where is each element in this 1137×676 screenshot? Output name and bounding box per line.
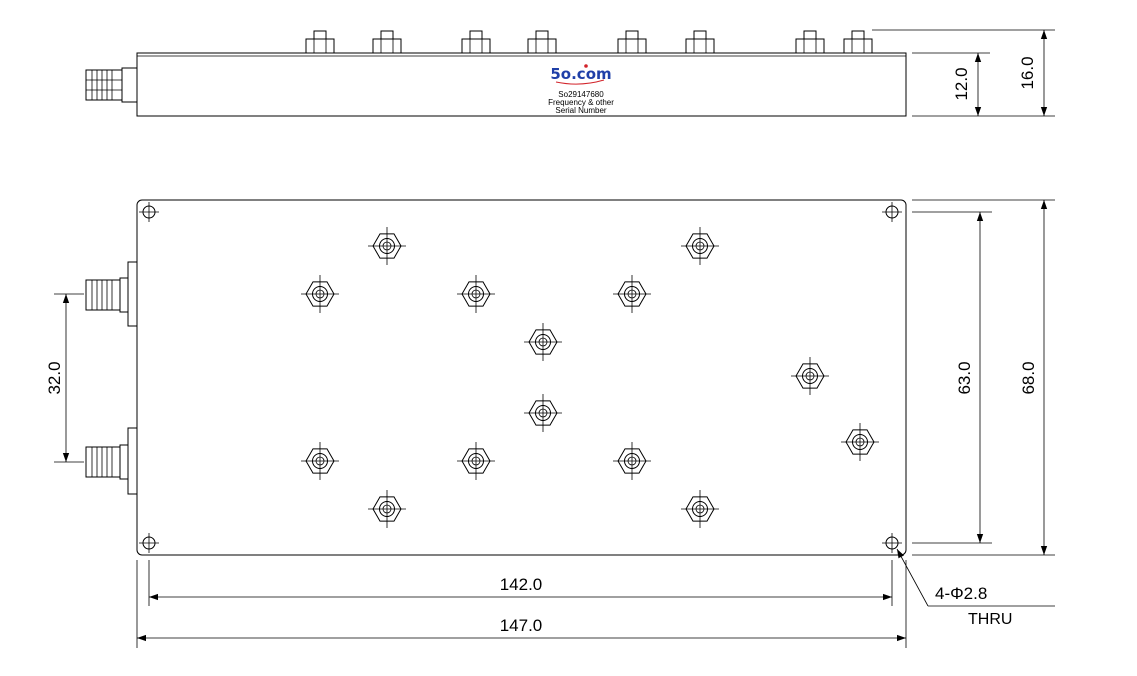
label-serial: Serial Number: [555, 106, 606, 115]
hex-screw: [368, 490, 406, 528]
product-label: 5o.com So29147680 Frequency & other Seri…: [548, 64, 614, 115]
side-screw: [617, 30, 647, 54]
hex-screw: [457, 275, 495, 313]
hex-screw: [457, 442, 495, 480]
mounting-hole: [139, 202, 159, 222]
mounting-holes: [139, 202, 902, 553]
mounting-hole: [139, 533, 159, 553]
side-tuning-screws: [305, 30, 873, 54]
side-dimensions: 12.0 16.0: [872, 29, 1055, 117]
label-frequency: Frequency & other: [548, 98, 614, 107]
hex-screw: [368, 227, 406, 265]
dim-hole-spacing-y: 63.0: [955, 361, 974, 394]
dim-side-total-height: 16.0: [1018, 56, 1037, 89]
top-view: 63.0 68.0 32.0 142.0 147.0 4-Φ2.8 THRU: [45, 199, 1055, 648]
top-dimensions-right: 63.0 68.0: [912, 199, 1055, 556]
side-screw: [372, 30, 402, 54]
top-dimensions-left: 32.0: [45, 293, 84, 463]
mounting-hole: [882, 533, 902, 553]
dim-total-height: 68.0: [1019, 361, 1038, 394]
hex-screw: [613, 442, 651, 480]
hex-screw: [301, 275, 339, 313]
connector-2: [85, 427, 138, 495]
side-screw: [305, 30, 335, 54]
logo-swoosh-icon: [555, 79, 605, 85]
logo-digits: 5o: [550, 65, 571, 83]
side-screw: [843, 30, 873, 54]
side-body: [136, 52, 907, 117]
hole-callout-note: THRU: [968, 611, 1012, 628]
side-screw: [461, 30, 491, 54]
dim-total-length: 147.0: [500, 616, 543, 635]
side-view: 5o.com So29147680 Frequency & other Seri…: [85, 29, 1055, 117]
hex-screw: [613, 275, 651, 313]
mounting-hole: [882, 202, 902, 222]
logo-dot-icon: [584, 64, 588, 68]
logo-suffix: .com: [571, 65, 612, 83]
hex-screw: [301, 442, 339, 480]
hex-screw: [681, 490, 719, 528]
dim-side-body-height: 12.0: [952, 67, 971, 100]
side-screw: [685, 30, 715, 54]
dim-hole-spacing-x: 142.0: [500, 575, 543, 594]
hex-screw: [841, 423, 879, 461]
top-body: [136, 199, 907, 556]
hole-callout-text: 4-Φ2.8: [935, 584, 987, 603]
side-screw: [527, 30, 557, 54]
side-connector: [85, 67, 138, 103]
top-dimensions-bottom: 142.0 147.0: [136, 560, 907, 648]
tuning-screws: [301, 227, 879, 528]
hex-screw: [681, 227, 719, 265]
label-part-number: So29147680: [558, 90, 604, 99]
logo: 5o.com: [550, 65, 611, 83]
hex-screw: [524, 394, 562, 432]
side-screw: [795, 30, 825, 54]
hex-screw: [524, 323, 562, 361]
hex-screw: [791, 357, 829, 395]
hole-callout: 4-Φ2.8 THRU: [896, 548, 1055, 628]
dim-connector-spacing: 32.0: [45, 361, 64, 394]
connector-1: [85, 261, 138, 327]
